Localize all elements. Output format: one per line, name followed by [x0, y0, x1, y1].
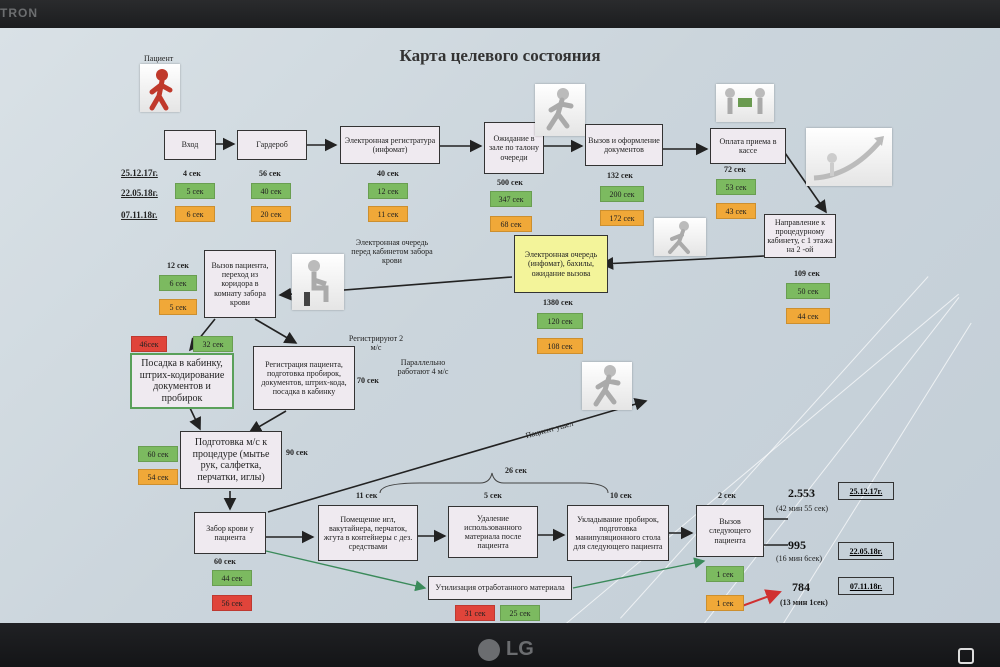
group-time-label: 26 сек: [505, 466, 527, 475]
monitor-bezel-top: TRON: [0, 0, 1000, 28]
step-ukladyvanie: Укладывание пробирок, подготовка манипул…: [567, 505, 669, 561]
step-vhod-badge-2018: 5 сек: [175, 183, 215, 199]
step-oplata: Оплата приема в кассе: [710, 128, 786, 164]
step-napravlenie-badge-2: 44 сек: [786, 308, 830, 324]
step-el-ochered-time: 1380 сек: [543, 298, 573, 307]
step-el-ochered: Электронная очередь (инфомат), бахилы, о…: [514, 235, 608, 293]
power-button-icon[interactable]: [958, 648, 974, 664]
step-registratura-badge-1: 12 сек: [368, 183, 408, 199]
step-garderob: Гардероб: [237, 130, 307, 160]
parallelno-note: Параллельно работают 4 м/с: [397, 358, 449, 377]
walking-person-icon: [140, 64, 180, 112]
lg-logo-text: LG: [506, 638, 534, 660]
step-zabor-badge-2: 56 сек: [212, 595, 252, 611]
total-2-value: 995: [788, 538, 806, 552]
registriruyut-note: Регистрируют 2 м/с: [348, 334, 404, 353]
step-podgotovka-badge-1: 60 сек: [138, 446, 178, 462]
step-utilizaciya-badge-2: 25 сек: [500, 605, 540, 621]
step-utilizaciya-badge-1: 31 сек: [455, 605, 495, 621]
step-vyzov-sled: Вызов следующего пациента: [696, 505, 764, 557]
step-podgotovka: Подготовка м/с к процедуре (мытье рук, с…: [180, 431, 282, 489]
sitting-person-icon: [292, 254, 344, 310]
step-ukladyvanie-time: 10 сек: [610, 491, 632, 500]
step-vyzov-oformlenie-badge-1: 200 сек: [600, 186, 644, 202]
step-posadka-badge-green: 32 сек: [193, 336, 233, 352]
slide-title: Карта целевого состояния: [399, 46, 601, 65]
lg-logo: LG: [478, 638, 534, 661]
total-2-detail: (16 мин 6сек): [776, 554, 823, 563]
step-vyzov-sled-badge-2: 1 сек: [706, 595, 744, 611]
step-oplata-badge-2: 43 сек: [716, 203, 756, 219]
step-ozhidanie-badge-2: 68 сек: [490, 216, 532, 232]
step-el-ochered-badge-2: 108 сек: [537, 338, 583, 354]
step-posadka: Посадка в кабинку, штрих-кодирование док…: [130, 353, 234, 409]
patient-label: Пациент: [144, 54, 174, 63]
date-label-2: 22.05.18г.: [121, 188, 158, 198]
running-person-icon: [535, 84, 585, 136]
lg-circle-icon: [478, 638, 500, 661]
total-3-detail: (13 мин 1сек): [780, 598, 828, 607]
step-registraciya: Регистрация пациента, подготовка пробиро…: [253, 346, 355, 410]
step-napravlenie-time: 109 сек: [794, 269, 820, 278]
total-3-value: 784: [792, 580, 810, 594]
money-exchange-icon: [716, 84, 774, 122]
running-person-icon: [654, 218, 706, 256]
step-zabor: Забор крови у пациента: [194, 512, 266, 554]
step-oplata-badge-1: 53 сек: [716, 179, 756, 195]
step-vyzov-sled-badge-1: 1 сек: [706, 566, 744, 582]
step-vhod-badge-2018-nov: 6 сек: [175, 206, 215, 222]
total-1-detail: (42 мин 55 сек): [776, 504, 829, 513]
step-udalenie-time: 5 сек: [484, 491, 502, 500]
step-vyzov-oformlenie-badge-2: 172 сек: [600, 210, 644, 226]
step-vyzov-pacienta-badge-1: 6 сек: [159, 275, 197, 291]
step-podgotovka-time: 90 сек: [286, 448, 308, 457]
step-oplata-time: 72 сек: [724, 165, 746, 174]
step-utilizaciya: Утилизация отработанного материала: [428, 576, 572, 600]
step-vyzov-pacienta-time: 12 сек: [167, 261, 189, 270]
step-registratura: Электронная регистратура (инфомат): [340, 126, 440, 164]
step-ozhidanie: Ожидание в зале по талону очереди: [484, 122, 544, 174]
step-vyzov-pacienta-badge-2: 5 сек: [159, 299, 197, 315]
step-vyzov-oformlenie-time: 132 сек: [607, 171, 633, 180]
total-2-date: 22.05.18г.: [838, 542, 894, 560]
step-napravlenie-badge-1: 50 сек: [786, 283, 830, 299]
step-vhod-time: 4 сек: [183, 169, 201, 178]
step-vhod: Вход: [164, 130, 216, 160]
monitor-brand-label: TRON: [0, 6, 38, 20]
step-podgotovka-badge-2: 54 сек: [138, 469, 178, 485]
total-1-value: 2.553: [788, 486, 815, 500]
step-garderob-time: 56 сек: [259, 169, 281, 178]
date-label-1: 25.12.17г.: [121, 168, 158, 178]
step-garderob-badge-1: 40 сек: [251, 183, 291, 199]
step-registratura-time: 40 сек: [377, 169, 399, 178]
step-registratura-badge-2: 11 сек: [368, 206, 408, 222]
step-pomeshchenie-time: 11 сек: [356, 491, 378, 500]
flow-arrows: [188, 137, 827, 607]
step-ozhidanie-badge-1: 347 сек: [490, 191, 532, 207]
step-zabor-badge-1: 44 сек: [212, 570, 252, 586]
date-label-3: 07.11.18г.: [121, 210, 158, 220]
step-udalenie: Удаление использованного материала после…: [448, 506, 538, 558]
step-pomeshchenie: Помещение игл, вакутайнера, перчаток, жг…: [318, 505, 418, 561]
step-posadka-badge-red: 46сек: [131, 336, 167, 352]
step-vyzov-sled-time: 2 сек: [718, 491, 736, 500]
rising-arrow-icon: [806, 128, 892, 186]
presentation-slide: Карта целевого состояния: [0, 28, 1000, 623]
step-el-ochered-badge-1: 120 сек: [537, 313, 583, 329]
monitor-bezel-bottom: [0, 623, 1000, 667]
total-3-date: 07.11.18г.: [838, 577, 894, 595]
running-person-icon: [582, 362, 632, 410]
step-garderob-badge-2: 20 сек: [251, 206, 291, 222]
el-ochered-note: Электронная очередь перед кабинетом забо…: [351, 238, 433, 266]
step-ozhidanie-time: 500 сек: [497, 178, 523, 187]
step-vyzov-pacienta: Вызов пациента, переход из коридора в ко…: [204, 250, 276, 318]
step-registraciya-time: 70 сек: [357, 376, 379, 385]
total-1-date: 25.12.17г.: [838, 482, 894, 500]
step-napravlenie: Направление к процедурному кабинету, с 1…: [764, 214, 836, 258]
step-zabor-time: 60 сек: [214, 557, 236, 566]
step-vyzov-oformlenie: Вызов и оформление документов: [585, 124, 663, 166]
